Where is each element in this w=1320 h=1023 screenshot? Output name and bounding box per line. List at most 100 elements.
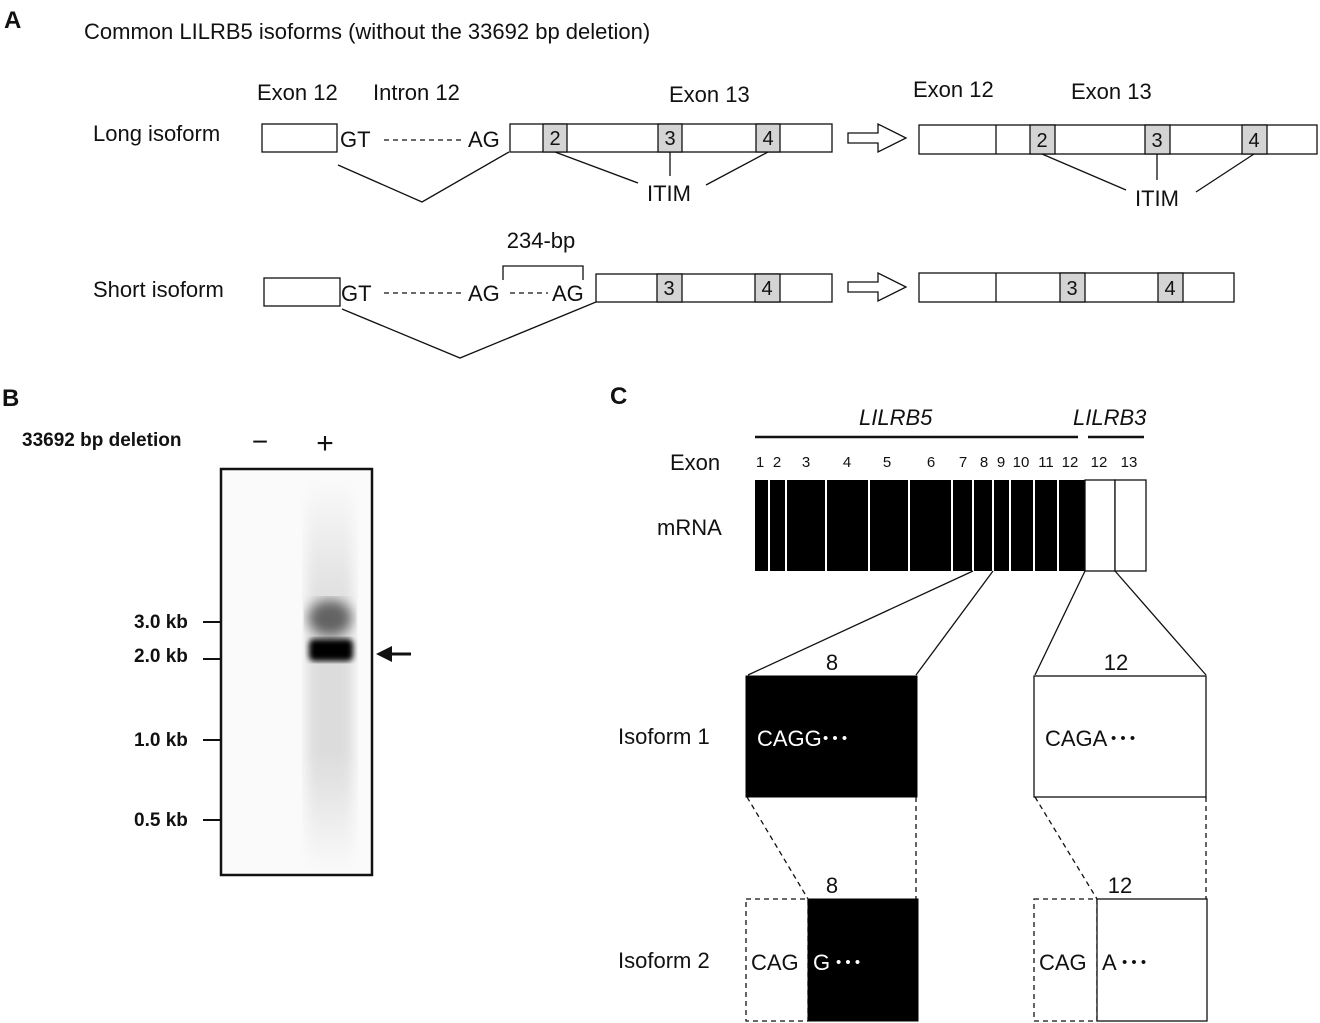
short-ag-1: AG xyxy=(468,281,500,306)
long-mrna-itim-line-4 xyxy=(1195,153,1255,193)
exon-num-11: 11 xyxy=(1038,454,1054,471)
dash-iso-8-left xyxy=(746,796,809,900)
exon-num-5: 5 xyxy=(883,454,891,471)
intron12-header: Intron 12 xyxy=(373,80,460,105)
zoom-line-8-left xyxy=(747,570,974,676)
iso2-g: G xyxy=(813,950,830,975)
long-mrna-itim-4-label: 4 xyxy=(1248,130,1259,152)
panel-letter-b: B xyxy=(2,385,19,412)
panel-a: A Common LILRB5 isoforms (without the 33… xyxy=(4,7,1318,359)
lilrb5-exon-block xyxy=(755,480,1085,571)
gel-band xyxy=(309,639,353,661)
isoform2-label: Isoform 2 xyxy=(618,948,710,973)
long-isoform-label: Long isoform xyxy=(93,121,220,146)
iso1-exon12-box xyxy=(1033,675,1207,798)
gel-upper-smear xyxy=(308,600,352,636)
short-itim-3-label: 3 xyxy=(663,278,674,300)
long-arrow-icon xyxy=(847,122,908,154)
bp234-label: 234-bp xyxy=(507,228,576,253)
short-mrna-itim-4 xyxy=(1157,272,1184,303)
zoom-line-12-left xyxy=(1034,570,1086,676)
long-mrna-itim-line-2 xyxy=(1041,153,1127,191)
long-mrna-itim-3 xyxy=(1144,124,1171,155)
exon-num-8: 8 xyxy=(980,454,988,471)
deletion-label: 33692 bp deletion xyxy=(22,430,181,451)
exon-num-10: 10 xyxy=(1013,454,1030,471)
exon13-header: Exon 13 xyxy=(669,82,750,107)
bp234-bracket xyxy=(502,265,584,280)
iso2-dots-left: • • • xyxy=(836,954,860,971)
long-exon12-box xyxy=(261,123,338,153)
long-itim-line-2 xyxy=(554,151,639,184)
panel-b: B 33692 bp deletion − + 3.0 kb 2.0 kb 1.… xyxy=(2,385,411,877)
exon12-header: Exon 12 xyxy=(257,80,338,105)
exon-num-3: 3 xyxy=(802,454,810,471)
short-isoform-row: 234-bp Short isoform GT AG AG 3 4 3 4 xyxy=(93,228,1235,359)
short-ag-2: AG xyxy=(552,281,584,306)
long-gt: GT xyxy=(340,127,371,152)
lilrb3-exon13-block xyxy=(1114,479,1147,572)
long-mrna-itim-2-label: 2 xyxy=(1036,130,1047,152)
exon-numbers: 1 2 3 4 5 6 7 8 9 10 11 12 12 13 xyxy=(756,454,1138,471)
short-itim-3 xyxy=(656,273,683,303)
exon-dividers xyxy=(768,480,1059,571)
iso1-exon8-num: 8 xyxy=(826,650,838,675)
panel-c: C LILRB5 LILRB3 Exon mRNA 1 2 3 4 5 6 7 … xyxy=(610,383,1208,1022)
long-ag: AG xyxy=(468,127,500,152)
iso2-cag-box-right xyxy=(1033,898,1098,1022)
dash-iso-12-left xyxy=(1034,796,1098,900)
iso1-dots-left: • • • xyxy=(823,730,847,747)
long-splice-line xyxy=(337,151,510,203)
exon-label: Exon xyxy=(670,450,720,475)
iso2-cag-box-left xyxy=(745,898,809,1022)
iso2-exon12-box xyxy=(1096,898,1208,1022)
long-mrna-itim-4 xyxy=(1241,124,1268,155)
iso1-exon8-box xyxy=(745,675,918,798)
iso2-exon8-num: 8 xyxy=(826,873,838,898)
panel-a-title: Common LILRB5 isoforms (without the 3369… xyxy=(84,19,650,44)
long-itim-2 xyxy=(542,123,568,153)
short-itim-4-label: 4 xyxy=(761,278,772,300)
zoom-line-12-right xyxy=(1114,570,1207,676)
short-splice-line xyxy=(341,301,597,359)
long-itim-3-label: 3 xyxy=(664,128,675,150)
iso1-seq-left: CAGG xyxy=(757,726,822,751)
marker-05kb: 0.5 kb xyxy=(134,810,188,831)
iso2-cag-right: CAG xyxy=(1039,950,1087,975)
exon-num-2: 2 xyxy=(773,454,781,471)
long-mrna-itim-label: ITIM xyxy=(1135,186,1179,211)
marker-2kb: 2.0 kb xyxy=(134,646,188,667)
exon-num-7: 7 xyxy=(959,454,967,471)
exon12-header-right: Exon 12 xyxy=(913,77,994,102)
short-isoform-label: Short isoform xyxy=(93,277,224,302)
exon-num-9: 9 xyxy=(997,454,1005,471)
exon-num-lilrb3-13: 13 xyxy=(1121,454,1138,471)
short-gt: GT xyxy=(341,281,372,306)
isoform1-label: Isoform 1 xyxy=(618,724,710,749)
gene-lilrb5: LILRB5 xyxy=(859,405,933,430)
zoom-line-8-right xyxy=(915,570,994,676)
iso1-seq-right: CAGA xyxy=(1045,726,1108,751)
iso1-dots-right: • • • xyxy=(1111,730,1135,747)
long-itim-line-4 xyxy=(705,151,769,186)
iso1-exon12-num: 12 xyxy=(1104,650,1128,675)
panel-letter-a: A xyxy=(4,7,21,34)
panel-letter-c: C xyxy=(610,383,627,410)
long-itim-label: ITIM xyxy=(647,181,691,206)
short-mrna-itim-3-label: 3 xyxy=(1066,278,1077,300)
exon-num-lilrb3-12: 12 xyxy=(1091,454,1108,471)
long-itim-4-label: 4 xyxy=(762,128,773,150)
iso2-a: A xyxy=(1102,950,1117,975)
exon-num-6: 6 xyxy=(927,454,935,471)
long-mrna-itim-3-label: 3 xyxy=(1151,130,1162,152)
iso2-exon8-box xyxy=(807,898,919,1022)
iso2-exon12-num: 12 xyxy=(1108,873,1132,898)
band-arrow-icon xyxy=(376,646,411,662)
exon13-header-right: Exon 13 xyxy=(1071,79,1152,104)
lilrb3-exon12-block xyxy=(1084,479,1116,572)
marker-3kb: 3.0 kb xyxy=(134,612,188,633)
iso2-dots-right: • • • xyxy=(1122,954,1146,971)
long-itim-2-label: 2 xyxy=(549,128,560,150)
gene-lilrb3: LILRB3 xyxy=(1073,405,1147,430)
short-itim-4 xyxy=(754,273,781,303)
